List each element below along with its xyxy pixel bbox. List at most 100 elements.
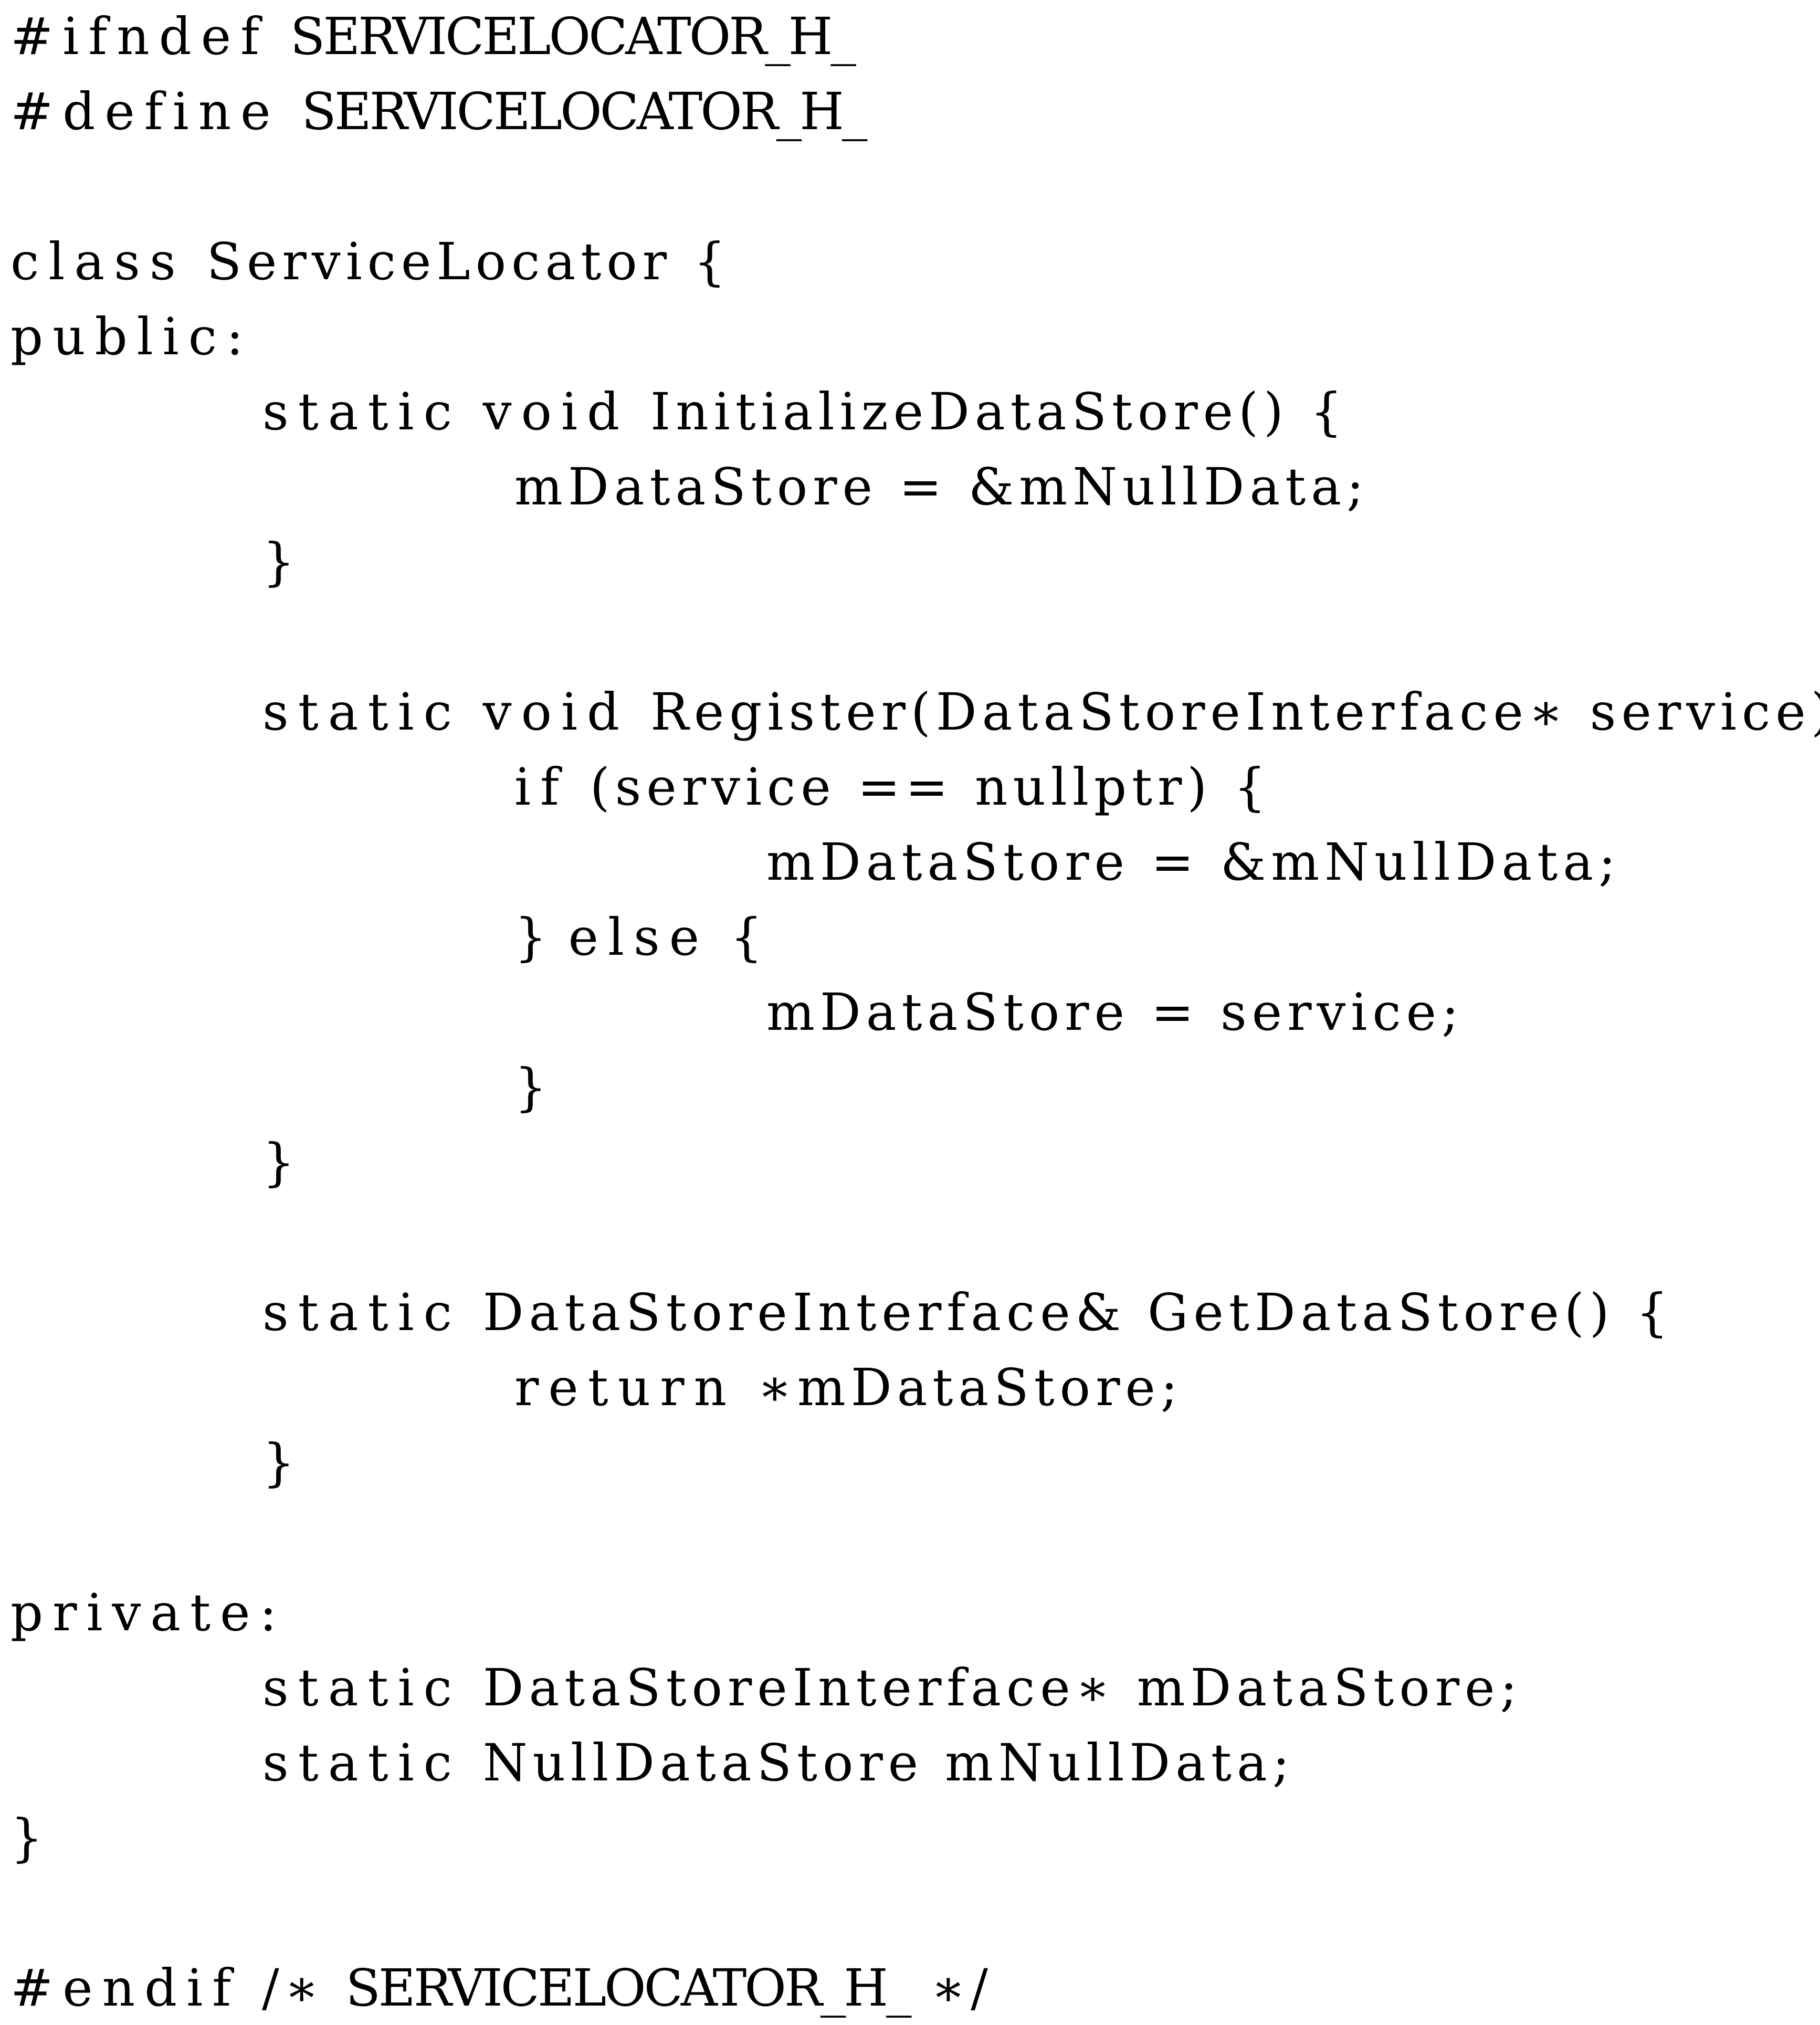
code-line-12: mDataStore = &mNullData; bbox=[766, 826, 1621, 899]
code-token: { bbox=[1310, 382, 1343, 441]
code-token: static bbox=[262, 1283, 461, 1342]
code-line-1: #ifndef SERVICELOCATOR_H_ bbox=[10, 0, 856, 73]
code-token: static bbox=[262, 1658, 461, 1717]
code-token: } bbox=[262, 1433, 295, 1492]
code-line-20: } bbox=[262, 1426, 295, 1500]
code-token: } bbox=[514, 1058, 547, 1117]
code-token: /∗ bbox=[262, 1958, 324, 2018]
code-token: private: bbox=[10, 1583, 287, 1642]
code-token bbox=[1199, 983, 1221, 1042]
code-line-13: } else { bbox=[514, 901, 763, 974]
code-token: SERVICELOCATOR_H_ bbox=[301, 82, 867, 141]
code-line-4: class ServiceLocator { bbox=[10, 225, 726, 299]
code-token bbox=[547, 908, 569, 967]
code-token bbox=[461, 1658, 483, 1717]
code-token bbox=[1615, 1283, 1636, 1342]
code-token bbox=[953, 757, 975, 817]
code-token: if bbox=[514, 757, 569, 817]
code-token: void bbox=[482, 682, 629, 742]
code-token: = bbox=[899, 457, 948, 516]
code-token bbox=[836, 757, 858, 817]
code-line-14: mDataStore = service; bbox=[766, 976, 1464, 1049]
code-token: DataStoreInterface∗ bbox=[482, 1658, 1116, 1717]
code-token bbox=[1289, 382, 1310, 441]
code-token: = bbox=[1151, 832, 1200, 892]
code-token bbox=[709, 908, 730, 967]
code-token: #define bbox=[10, 82, 280, 141]
code-token bbox=[461, 682, 483, 742]
code-token: } bbox=[514, 908, 547, 967]
code-token: mDataStore bbox=[766, 983, 1130, 1042]
code-token bbox=[185, 232, 207, 291]
code-token bbox=[1199, 832, 1221, 892]
code-token: SERVICELOCATOR_H_ bbox=[290, 7, 856, 66]
code-line-5: public: bbox=[10, 300, 253, 374]
code-line-2: #define SERVICELOCATOR_H_ bbox=[10, 75, 867, 149]
code-line-22: private: bbox=[10, 1576, 286, 1650]
code-token bbox=[672, 232, 693, 291]
code-token bbox=[923, 1733, 945, 1792]
code-token: InitializeDataStore() bbox=[650, 382, 1289, 441]
code-line-25: } bbox=[10, 1801, 43, 1875]
code-token bbox=[1212, 757, 1234, 817]
code-line-23: static DataStoreInterface∗ mDataStore; bbox=[262, 1651, 1522, 1725]
code-token bbox=[280, 82, 302, 141]
code-token bbox=[878, 457, 899, 516]
code-line-7: mDataStore = &mNullData; bbox=[514, 450, 1369, 524]
code-token: DataStoreInterface& bbox=[482, 1283, 1127, 1342]
code-token bbox=[1116, 1658, 1137, 1717]
code-token bbox=[569, 757, 590, 817]
code-token: NullDataStore bbox=[482, 1733, 924, 1792]
code-token: service){ bbox=[1590, 682, 1820, 742]
code-token bbox=[947, 457, 969, 516]
code-token: GetDataStore() bbox=[1147, 1283, 1615, 1342]
code-line-10: static void Register(DataStoreInterface∗… bbox=[262, 676, 1820, 749]
code-token bbox=[1130, 832, 1151, 892]
code-token: return bbox=[514, 1358, 737, 1417]
code-token: = bbox=[1151, 983, 1200, 1042]
code-token bbox=[324, 1958, 346, 2018]
code-token: mNullData; bbox=[945, 1733, 1295, 1792]
code-token: static bbox=[262, 382, 461, 441]
code-token: service; bbox=[1220, 983, 1464, 1042]
code-line-24: static NullDataStore mNullData; bbox=[262, 1726, 1295, 1800]
code-token bbox=[461, 1283, 483, 1342]
code-line-15: } bbox=[514, 1051, 547, 1124]
code-token: } bbox=[10, 1808, 43, 1868]
code-token: } bbox=[262, 532, 295, 592]
code-token bbox=[1126, 1283, 1148, 1342]
code-token: { bbox=[730, 908, 763, 967]
code-token: ∗/ bbox=[931, 1958, 993, 2018]
code-token bbox=[461, 1733, 483, 1792]
code-line-27: #endif /∗ SERVICELOCATOR_H_ ∗/ bbox=[10, 1952, 993, 2025]
code-token: void bbox=[482, 382, 629, 441]
code-token bbox=[909, 1958, 931, 2018]
code-token: (service bbox=[590, 757, 836, 817]
code-token bbox=[240, 1958, 262, 2018]
code-token: { bbox=[693, 232, 726, 291]
code-token bbox=[629, 382, 650, 441]
code-token: class bbox=[10, 232, 185, 291]
code-token: #ifndef bbox=[10, 7, 269, 66]
code-token: } bbox=[262, 1133, 295, 1192]
code-token: #endif bbox=[10, 1958, 241, 2018]
code-token: mDataStore; bbox=[1137, 1658, 1523, 1717]
code-token bbox=[1569, 682, 1590, 742]
code-token: else bbox=[568, 908, 709, 967]
code-token bbox=[269, 7, 290, 66]
code-token bbox=[736, 1358, 758, 1417]
code-line-19: return ∗mDataStore; bbox=[514, 1351, 1183, 1425]
code-token: { bbox=[1234, 757, 1266, 817]
code-token bbox=[1130, 983, 1151, 1042]
code-token: Register(DataStoreInterface∗ bbox=[650, 682, 1569, 742]
code-token: static bbox=[262, 1733, 461, 1792]
code-line-8: } bbox=[262, 525, 295, 599]
code-token: public: bbox=[10, 307, 253, 366]
code-token: mDataStore bbox=[766, 832, 1130, 892]
code-token: SERVICELOCATOR_H_ bbox=[345, 1958, 911, 2018]
code-token bbox=[461, 382, 483, 441]
code-line-6: static void InitializeDataStore() { bbox=[262, 375, 1342, 449]
code-token: &mNullData; bbox=[1220, 832, 1621, 892]
code-token: nullptr) bbox=[974, 757, 1213, 817]
